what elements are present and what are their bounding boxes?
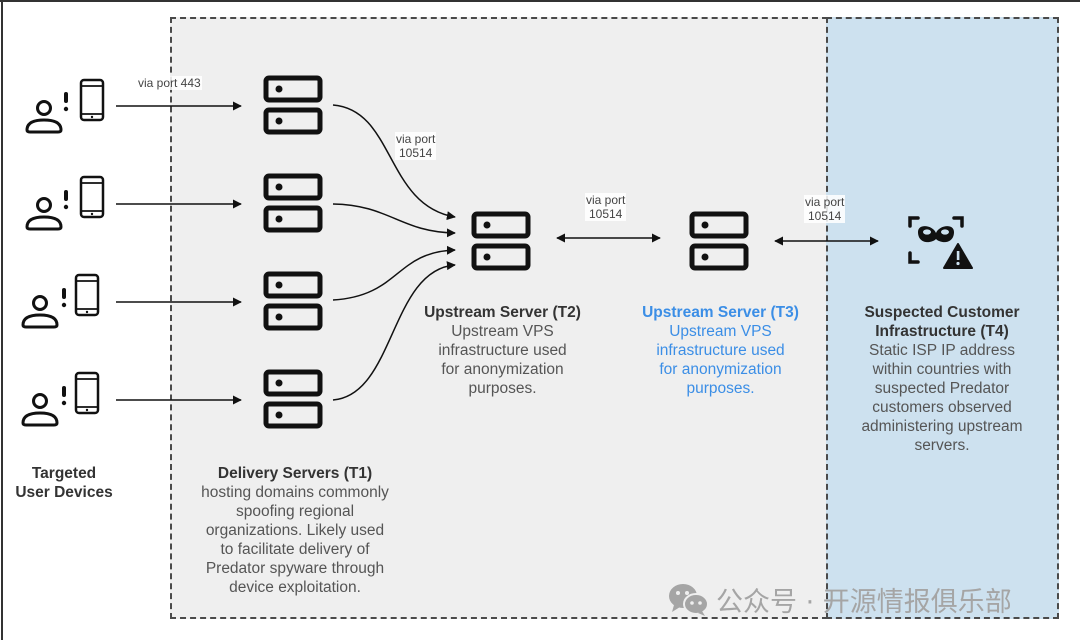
device-row	[21, 273, 100, 329]
customer-infrastructure-zone	[826, 17, 1059, 619]
wechat-icon	[669, 583, 709, 616]
smartphone-icon	[79, 78, 105, 122]
delivery-server-icon	[266, 372, 320, 426]
outer-frame-left	[1, 0, 3, 640]
port-label-t2-t3: via port 10514	[585, 193, 627, 221]
t2-title: Upstream Server (T2)	[424, 304, 581, 321]
t4-desc-line: administering upstream	[861, 418, 1023, 435]
smartphone-icon	[74, 371, 100, 415]
curve-t1-to-t2	[332, 245, 456, 301]
t3-desc-line: infrastructure used	[656, 342, 785, 359]
t4-title-line1: Suspected Customer	[864, 304, 1020, 321]
t4-desc-line: customers observed	[872, 399, 1012, 416]
smartphone-icon	[79, 175, 105, 219]
port-label-number: 10514	[588, 207, 623, 221]
targeted-devices-label: Targeted User Devices	[8, 464, 120, 502]
delivery-server-icon	[266, 78, 320, 132]
masked-actor-warning-icon	[908, 216, 973, 269]
t3-desc-line: for anonymization	[659, 361, 782, 378]
alert-exclamation-icon	[62, 288, 66, 299]
alert-exclamation-icon	[64, 92, 68, 103]
t4-desc-line: within countries with	[872, 361, 1012, 378]
curve-t1-to-t2	[332, 261, 456, 401]
device-row	[25, 175, 105, 231]
t1-desc-line: hosting domains commonly	[201, 484, 389, 501]
targeted-devices-title-line2: User Devices	[15, 484, 113, 501]
alert-exclamation-icon	[64, 190, 68, 201]
targeted-devices-title-line1: Targeted	[31, 465, 97, 482]
watermark: 公众号 · 开源情报俱乐部	[668, 580, 1012, 619]
upstream-server-t3-icon	[692, 214, 746, 268]
delivery-server-icon	[266, 176, 320, 230]
port-label-number: 10514	[807, 209, 842, 223]
t1-title: Delivery Servers (T1)	[217, 465, 373, 482]
t4-title-line2: Infrastructure (T4)	[875, 323, 1009, 340]
t3-title: Upstream Server (T3)	[642, 304, 799, 321]
alert-exclamation-icon	[62, 386, 66, 397]
upstream-server-t2-icon	[474, 214, 528, 268]
t1-desc-line: device exploitation.	[229, 579, 361, 596]
curve-t1-to-t2	[332, 104, 456, 221]
t1-desc-line: spoofing regional	[235, 503, 355, 520]
outer-frame-top	[0, 0, 1080, 2]
port-label-t1-t2: via port 10514	[395, 132, 437, 160]
t4-description: Suspected Customer Infrastructure (T4) S…	[836, 303, 1048, 455]
curve-t1-to-t2	[332, 203, 456, 238]
watermark-text: 公众号 · 开源情报俱乐部	[716, 587, 1012, 618]
t2-desc-line: Upstream VPS	[451, 323, 554, 340]
t4-desc-line: suspected Predator	[874, 380, 1010, 397]
port-label-number: 10514	[398, 146, 433, 160]
delivery-server-icon	[266, 274, 320, 328]
t3-desc-line: purposes.	[686, 380, 755, 397]
t3-desc-line: Upstream VPS	[669, 323, 772, 340]
port-label-line: via port	[586, 193, 626, 207]
t4-desc-line: Static ISP IP address	[869, 342, 1015, 359]
t2-description: Upstream Server (T2) Upstream VPS infras…	[405, 303, 600, 398]
t1-desc-line: organizations. Likely used	[205, 522, 385, 539]
person-icon	[21, 393, 59, 427]
t1-description: Delivery Servers (T1) hosting domains co…	[180, 464, 410, 597]
port-label-line: via port	[396, 132, 436, 146]
device-row	[21, 371, 100, 427]
t1-desc-line: Predator spyware through	[205, 560, 385, 577]
person-icon	[21, 295, 59, 329]
port-label-line: via port	[805, 195, 845, 209]
t1-desc-line: to facilitate delivery of	[220, 541, 370, 558]
t3-description: Upstream Server (T3) Upstream VPS infras…	[623, 303, 818, 398]
device-row	[25, 78, 105, 134]
person-icon	[25, 197, 63, 231]
t2-desc-line: purposes.	[468, 380, 537, 397]
t4-desc-line: servers.	[914, 437, 970, 454]
t2-desc-line: infrastructure used	[438, 342, 567, 359]
t2-desc-line: for anonymization	[441, 361, 564, 378]
person-icon	[25, 100, 63, 134]
smartphone-icon	[74, 273, 100, 317]
port-label-t3-t4: via port 10514	[804, 195, 846, 223]
port-label-443: via port 443	[137, 76, 202, 90]
